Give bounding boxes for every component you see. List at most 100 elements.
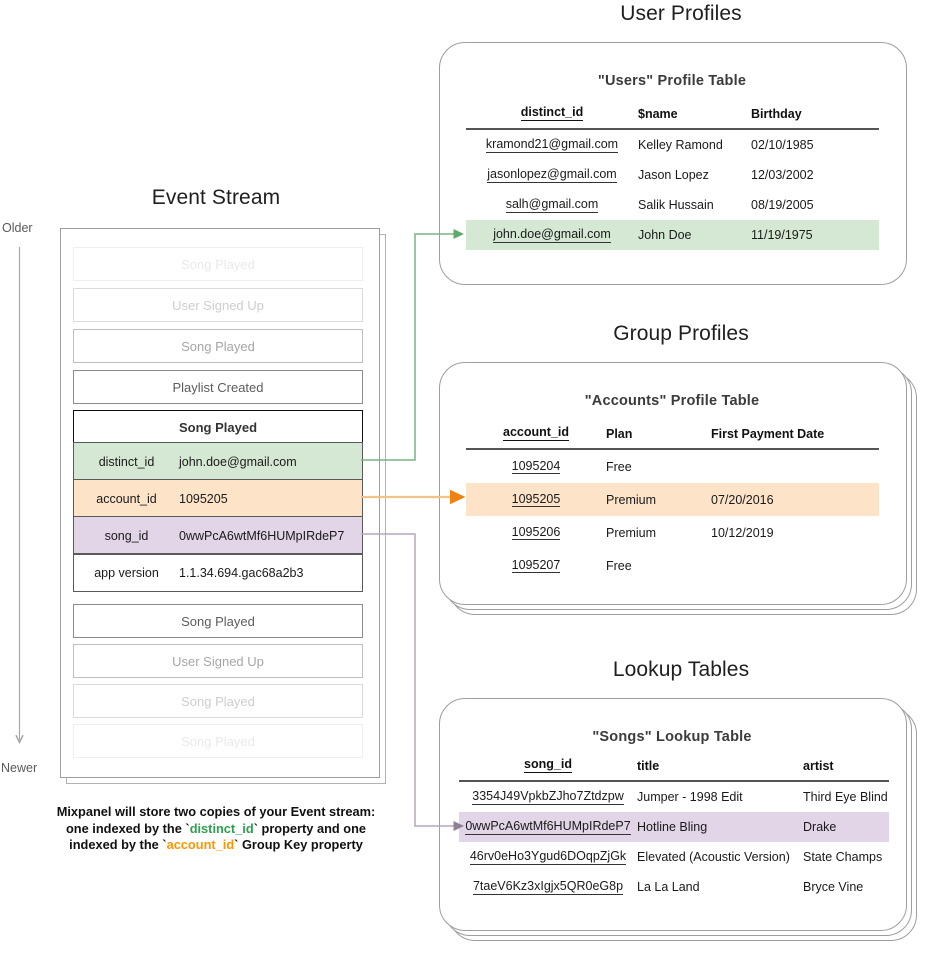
table-cell <box>711 450 879 483</box>
lookup-tables-card: "Songs" Lookup Table song_id title artist 3… <box>439 698 919 953</box>
timeline-newer-label: Newer <box>1 761 38 775</box>
diagram-caption: Mixpanel will store two copies of your E… <box>41 804 391 854</box>
event-box-before-0[interactable]: Song Played <box>73 247 363 281</box>
table-cell <box>711 549 879 582</box>
table-row[interactable]: 1095205 Premium 07/20/2016 <box>466 483 879 516</box>
table-cell: Third Eye Blind <box>803 790 888 804</box>
table-cell: 10/12/2019 <box>711 525 774 540</box>
property-value: 0wwPcA6wtMf6HUMpIRdeP7 <box>179 528 345 543</box>
caption-line-2a: one indexed by the ` <box>65 820 190 836</box>
table-cell: Bryce Vine <box>803 880 864 894</box>
table-row[interactable]: 1095207 Free <box>466 549 879 582</box>
caption-line-1: Mixpanel will store two copies of your E… <box>56 804 376 819</box>
table-cell: 7taeV6Kz3xIgjx5QR0eG8p <box>472 879 624 895</box>
table-cell: john.doe@gmail.com <box>493 227 611 243</box>
caption-line-3b: ` Group Key property <box>234 837 363 852</box>
event-name: User Signed Up <box>172 297 264 313</box>
table-row[interactable]: 1095206 Premium 10/12/2019 <box>466 516 879 549</box>
timeline-older-label: Older <box>2 221 33 235</box>
event-name: User Signed Up <box>172 653 264 669</box>
property-key: distinct_id <box>98 454 155 469</box>
table-cell: 07/20/2016 <box>711 492 774 507</box>
table-cell: 12/03/2002 <box>751 168 814 182</box>
table-cell: kramond21@gmail.com <box>485 137 619 153</box>
column-header--name: $name <box>638 107 678 121</box>
table-cell: 1095207 <box>511 557 561 574</box>
event-box-after-3[interactable]: Song Played <box>73 724 363 758</box>
event-box-before-2[interactable]: Song Played <box>73 329 363 363</box>
property-key: song_id <box>104 528 149 543</box>
event-name: Song Played <box>181 338 255 354</box>
table-cell: 02/10/1985 <box>751 138 814 152</box>
event-box-after-0[interactable]: Song Played <box>73 604 363 638</box>
table-header-rule <box>459 780 889 782</box>
table-cell: Jason Lopez <box>638 168 709 182</box>
table-cell: Free <box>606 558 632 573</box>
selected-event-header[interactable]: Song Played <box>73 410 363 444</box>
event-box-before-3[interactable]: Playlist Created <box>73 370 363 404</box>
column-header-song-id: song_id <box>524 757 572 773</box>
table-cell: 0wwPcA6wtMf6HUMpIRdeP7 <box>465 819 631 835</box>
table-cell: John Doe <box>638 228 692 242</box>
table-cell: 1095206 <box>511 524 561 541</box>
songs-table: song_id title artist 3354J49VpkbZJho7Ztdzpw… <box>459 757 889 902</box>
event-name: Song Played <box>181 256 255 272</box>
lookup-tables-title: Lookup Tables <box>612 658 750 681</box>
accounts-table-title: "Accounts" Profile Table <box>584 393 760 409</box>
column-header-artist: artist <box>803 759 834 773</box>
table-header-rule <box>466 448 879 450</box>
table-cell: salh@gmail.com <box>505 197 599 213</box>
table-cell: 11/19/1975 <box>751 228 813 242</box>
table-cell: 1095205 <box>511 491 561 508</box>
songs-table-title: "Songs" Lookup Table <box>592 729 752 745</box>
event-stream-title: Event Stream <box>151 186 281 209</box>
table-row[interactable]: 46rv0eHo3Ygud6DOqpZjGk Elevated (Acoustic… <box>459 842 889 872</box>
column-header-title: title <box>637 759 660 773</box>
column-header-distinct-id: distinct_id <box>520 105 584 121</box>
caption-account-id-key: account_id <box>166 837 235 852</box>
event-box-before-1[interactable]: User Signed Up <box>73 288 363 322</box>
caption-line-3a: indexed by the ` <box>69 837 167 852</box>
table-row[interactable]: 1095204 Free <box>466 450 879 483</box>
table-cell: 46rv0eHo3Ygud6DOqpZjGk <box>469 849 627 865</box>
event-box-after-2[interactable]: Song Played <box>73 684 363 718</box>
table-cell: 3354J49VpkbZJho7Ztdzpw <box>472 789 624 805</box>
property-key: account_id <box>96 491 157 506</box>
event-box-after-1[interactable]: User Signed Up <box>73 644 363 678</box>
property-value: 1.1.34.694.gac68a2b3 <box>179 565 304 580</box>
table-cell: Elevated (Acoustic Version) <box>637 850 790 864</box>
user-profiles-title: User Profiles <box>620 2 742 25</box>
table-cell: State Champs <box>803 850 883 864</box>
table-cell: La La Land <box>637 880 700 894</box>
table-row[interactable]: john.doe@gmail.com John Doe 11/19/1975 <box>466 220 879 250</box>
event-property-distinct-id[interactable]: distinct_id john.doe@gmail.com <box>73 442 363 481</box>
event-name: Song Played <box>181 693 255 709</box>
table-header-rule <box>466 128 879 130</box>
property-value: john.doe@gmail.com <box>179 454 297 469</box>
column-header-plan: Plan <box>606 427 633 441</box>
table-cell: 1095204 <box>511 458 561 475</box>
column-header-first-payment-date: First Payment Date <box>711 427 825 441</box>
table-cell: Drake <box>803 820 837 834</box>
caption-line-2b: ` property and one <box>253 820 367 836</box>
event-name: Song Played <box>181 613 255 629</box>
column-header-account-id: account_id <box>503 425 569 441</box>
event-name: Song Played <box>181 733 255 749</box>
event-property-song-id[interactable]: song_id 0wwPcA6wtMf6HUMpIRdeP7 <box>73 516 363 555</box>
table-row[interactable]: 7taeV6Kz3xIgjx5QR0eG8p La La Land Bryce Vi… <box>459 872 889 902</box>
table-cell: 08/19/2005 <box>751 198 814 212</box>
table-cell: Free <box>606 459 632 474</box>
table-cell: Premium <box>606 492 657 507</box>
table-cell: Premium <box>606 525 657 540</box>
